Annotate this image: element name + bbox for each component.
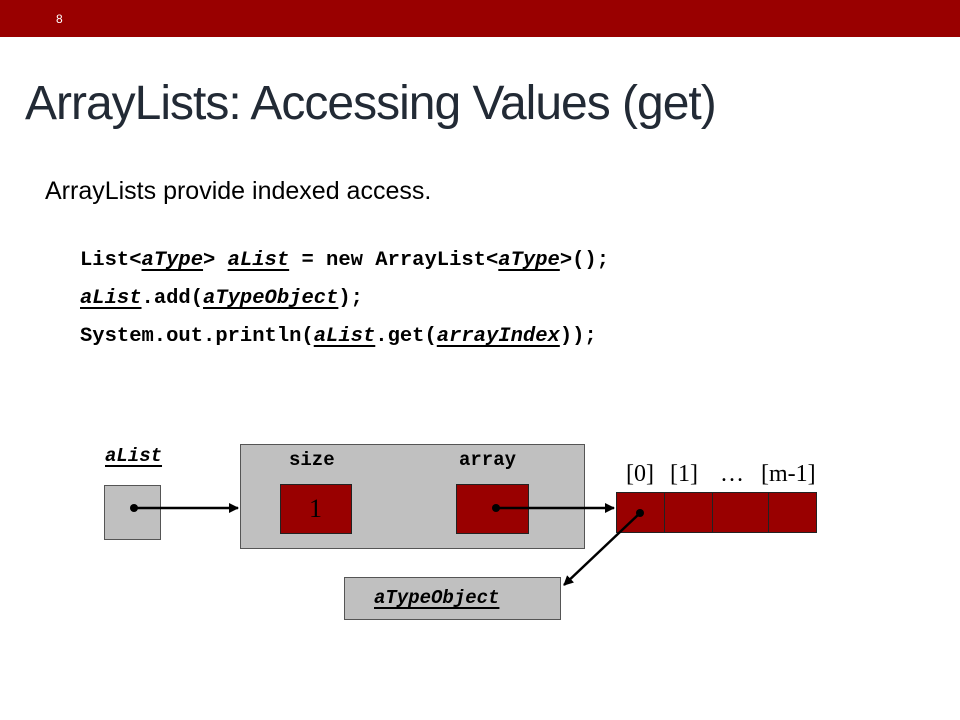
code-var: aList (80, 287, 142, 310)
slide-title: ArrayLists: Accessing Values (get) (25, 77, 717, 130)
size-value: 1 (309, 494, 322, 523)
code-token: = new ArrayList< (289, 249, 499, 272)
code-line-3: System.out.println(aList.get(arrayIndex)… (80, 325, 597, 348)
array-cell-1 (664, 492, 713, 533)
arrow-cell-to-object (563, 512, 641, 586)
code-token: > (203, 249, 228, 272)
type-object-box (344, 577, 561, 620)
top-bar: 8 (0, 0, 960, 37)
cell-pointer-dot (636, 509, 644, 517)
code-token: List< (80, 249, 142, 272)
size-field-box (280, 484, 352, 534)
index-label-last: [m-1] (761, 461, 816, 487)
bullet-text: ArrayLists provide indexed access. (45, 177, 432, 205)
alist-label: aList (105, 445, 163, 467)
code-var: aTypeObject (203, 287, 339, 310)
code-var: aList (313, 325, 376, 348)
code-token: .get( (375, 325, 437, 348)
size-label: size (289, 449, 335, 471)
array-cell-last (768, 492, 817, 533)
alist-pointer-dot (130, 504, 138, 512)
array-label: array (459, 449, 517, 471)
index-label-0: [0] (626, 461, 654, 487)
type-object-label: aTypeObject (374, 587, 500, 609)
code-token: )); (559, 325, 597, 348)
code-line-1: List<aType> aList = new ArrayList<aType>… (80, 249, 609, 272)
code-token: System.out.println( (80, 325, 314, 348)
code-token: >(); (559, 249, 610, 272)
array-pointer-dot (492, 504, 500, 512)
code-var: aType (141, 249, 204, 272)
code-var: arrayIndex (436, 325, 560, 348)
code-token: ); (338, 287, 363, 310)
alist-reference-box (104, 485, 161, 540)
slide-number: 8 (56, 12, 63, 26)
code-var: aList (227, 249, 290, 272)
index-label-ellipsis: … (720, 461, 744, 487)
code-token: .add( (141, 287, 204, 310)
index-label-1: [1] (670, 461, 698, 487)
code-var: aType (498, 249, 560, 272)
code-line-2: aList.add(aTypeObject); (80, 287, 363, 310)
